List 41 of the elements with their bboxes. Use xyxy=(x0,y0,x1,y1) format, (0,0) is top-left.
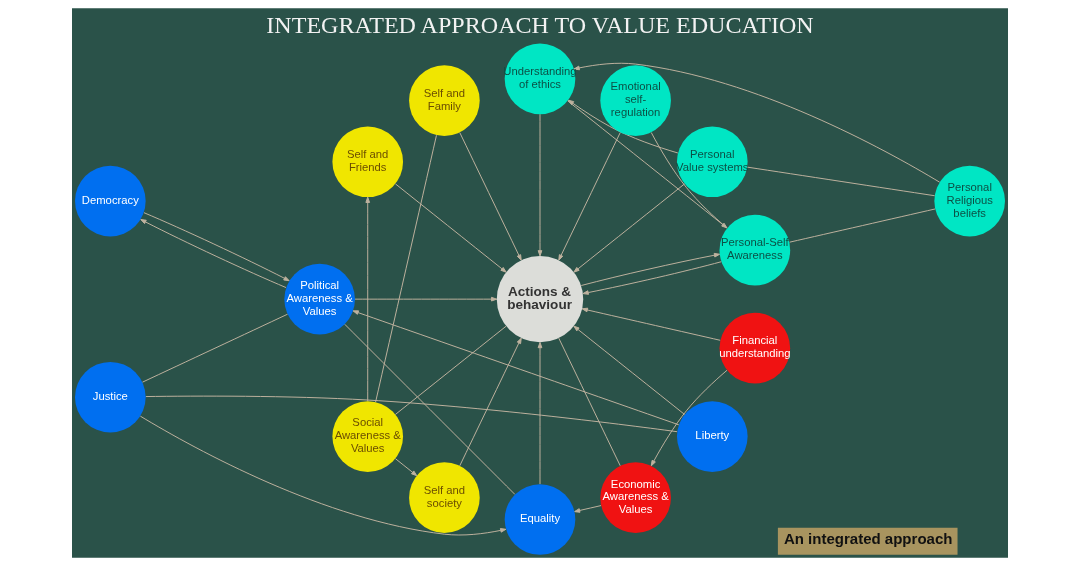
connector xyxy=(141,313,289,383)
arrow xyxy=(650,369,728,467)
arrow xyxy=(394,458,418,477)
connector xyxy=(344,323,516,495)
connector xyxy=(375,134,437,403)
arrow xyxy=(365,196,371,402)
arrow xyxy=(459,132,522,261)
node-circle: Emotional self-regulation xyxy=(600,65,671,136)
connector xyxy=(789,208,936,243)
connector xyxy=(145,395,678,433)
node-circle: Liberty xyxy=(676,401,748,472)
arrow xyxy=(537,113,543,257)
arrow xyxy=(580,252,721,286)
node-circle: Justice xyxy=(75,361,146,433)
arrow xyxy=(352,310,680,426)
node-circle: Financial understanding xyxy=(719,312,791,384)
arrow xyxy=(574,505,602,513)
node-circle: Economic Awareness & Values xyxy=(600,462,671,533)
node-circle: Self and Friends xyxy=(332,126,404,198)
label: An integrated approach xyxy=(783,530,953,548)
arrow xyxy=(573,325,686,415)
arrow xyxy=(139,415,507,536)
arrow xyxy=(573,183,686,273)
arrow xyxy=(558,132,621,261)
diagram-title: INTEGRATED APPROACH TO VALUE EDUCATION xyxy=(266,12,814,39)
arrow xyxy=(354,296,498,302)
arrow xyxy=(537,341,543,485)
arrow xyxy=(582,261,722,295)
node-circle: Personal Religious beliefs xyxy=(934,165,1005,237)
arrow xyxy=(394,183,507,273)
arrow xyxy=(140,219,287,289)
connector xyxy=(650,132,728,229)
connector xyxy=(558,337,621,467)
node-circle: Self and Family xyxy=(409,65,480,136)
arrow xyxy=(581,307,721,341)
arrow xyxy=(459,337,522,467)
connector xyxy=(746,166,936,197)
arrow xyxy=(143,212,290,282)
connector xyxy=(394,325,507,415)
node-circle: Social Awareness & Values xyxy=(332,401,404,472)
node-circle: Equality xyxy=(504,484,576,555)
